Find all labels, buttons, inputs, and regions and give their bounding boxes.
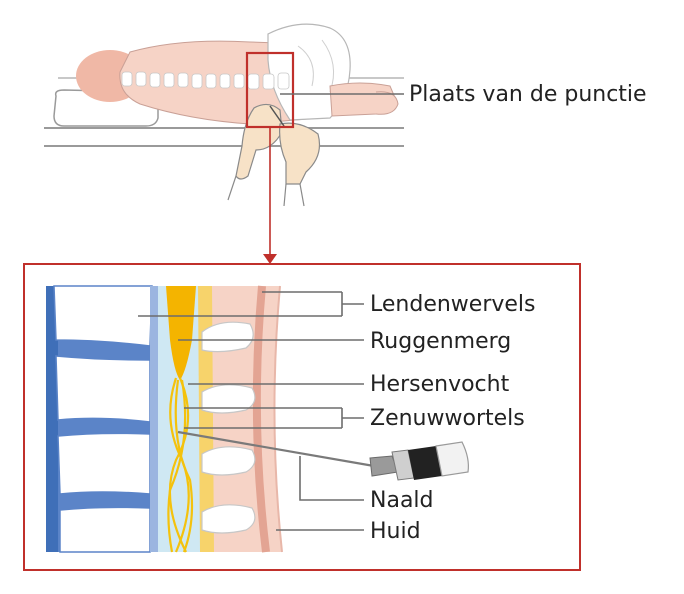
patient-hip — [267, 23, 351, 121]
patient-spine — [121, 71, 290, 90]
label-lumbar-vertebrae: Lendenwervels — [370, 292, 536, 317]
label-spinal-cord: Ruggenmerg — [370, 329, 511, 354]
nerve-roots — [167, 377, 194, 553]
patient-illustration — [44, 23, 404, 207]
gloved-hand-right — [279, 122, 321, 185]
puncture-site-label: Plaats van de punctie — [409, 82, 647, 107]
skin-layer — [252, 285, 270, 553]
spinal-cord — [166, 286, 196, 380]
syringe-barrel — [435, 441, 469, 477]
spinous-processes — [201, 321, 256, 534]
label-needle: Naald — [370, 488, 434, 513]
zoom-connector-arrowhead — [263, 254, 277, 264]
posterior-tissue — [212, 286, 282, 552]
spine-cross-section — [46, 285, 283, 553]
needle-shaft — [177, 430, 375, 468]
label-csf: Hersenvocht — [370, 372, 510, 397]
needle-syringe — [177, 430, 469, 481]
vertebral-bodies — [53, 285, 153, 553]
inset-leader-lines — [138, 291, 364, 531]
label-nerve-roots: Zenuwwortels — [370, 406, 525, 431]
label-skin: Huid — [370, 519, 421, 544]
